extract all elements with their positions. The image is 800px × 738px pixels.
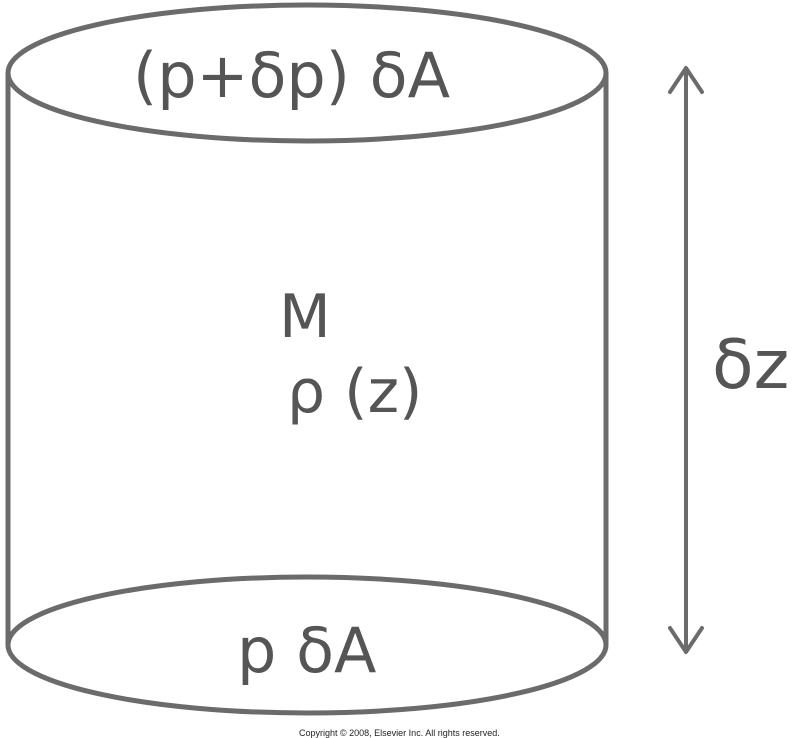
height-arrow-bottom-head bbox=[668, 626, 704, 654]
height-arrow-top-head bbox=[668, 66, 704, 94]
density-label: ρ (z) bbox=[287, 357, 422, 427]
cylinder-top-face bbox=[5, 2, 609, 144]
height-arrow bbox=[668, 66, 704, 654]
height-label: δz bbox=[712, 326, 789, 405]
cylinder-bottom-face bbox=[5, 574, 609, 716]
bottom-face-label: p δA bbox=[237, 614, 376, 687]
top-face-label: (p+δp) δA bbox=[133, 39, 450, 112]
mass-label: M bbox=[279, 282, 331, 352]
copyright-notice: Copyright © 2008, Elsevier Inc. All righ… bbox=[299, 728, 500, 738]
